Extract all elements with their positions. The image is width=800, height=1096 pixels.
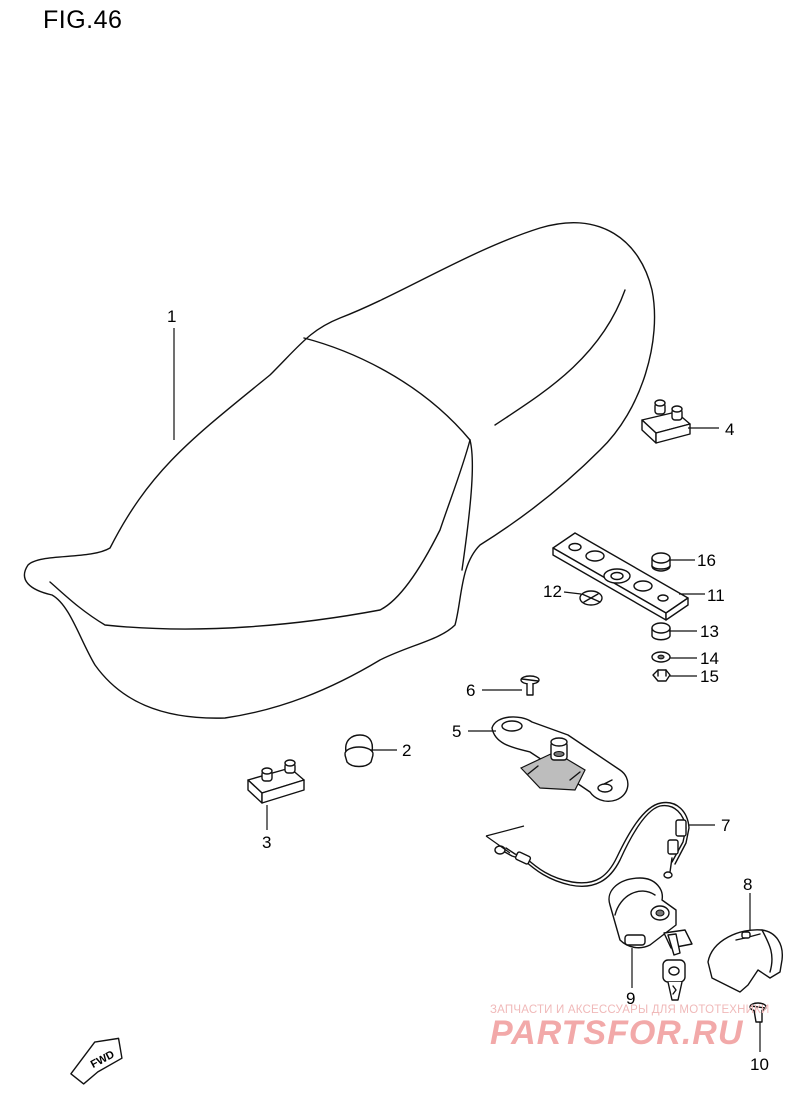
callout-4: 4 xyxy=(725,420,734,439)
seat-lock-part-5[interactable] xyxy=(491,716,629,802)
washer-part-14[interactable] xyxy=(651,651,671,663)
callout-2: 2 xyxy=(402,741,411,760)
cushion-part-2[interactable] xyxy=(344,734,374,768)
lock-plate-part-11[interactable] xyxy=(552,532,689,621)
cover-part-8[interactable] xyxy=(707,929,783,993)
callout-8: 8 xyxy=(743,875,752,894)
screw-part-10[interactable] xyxy=(749,1002,767,1023)
callout-15: 15 xyxy=(700,667,719,686)
leader-lines xyxy=(173,328,761,1052)
forward-arrow-icon: FWD xyxy=(70,1037,123,1085)
callout-14: 14 xyxy=(700,649,719,668)
callout-10: 10 xyxy=(750,1055,769,1074)
callout-6: 6 xyxy=(466,681,475,700)
nut-part-15[interactable] xyxy=(652,669,671,682)
figure-title: FIG.46 xyxy=(43,6,123,34)
callout-13: 13 xyxy=(700,622,719,641)
screw-part-6[interactable] xyxy=(520,675,540,696)
callout-12: 12 xyxy=(543,582,562,601)
seat-part[interactable] xyxy=(23,222,656,719)
callout-1: 1 xyxy=(167,307,176,326)
callout-5: 5 xyxy=(452,722,461,741)
callout-7: 7 xyxy=(721,816,730,835)
bracket-part-4[interactable] xyxy=(641,399,691,444)
spacer-part-13[interactable] xyxy=(651,622,671,641)
callout-3: 3 xyxy=(262,833,271,852)
lock-set-part-9[interactable] xyxy=(608,877,693,1001)
cable-part-7[interactable] xyxy=(485,801,690,887)
callout-16: 16 xyxy=(697,551,716,570)
cushion-part-16[interactable] xyxy=(651,552,671,572)
callout-numbers: 1 2 3 4 5 6 7 8 9 10 11 12 13 14 15 16 xyxy=(167,307,769,1074)
callout-9: 9 xyxy=(626,989,635,1008)
bracket-part-3[interactable] xyxy=(247,759,305,804)
watermark-tagline: ЗАПЧАСТИ И АКСЕССУАРЫ ДЛЯ МОТОТЕХНИКИ xyxy=(490,1004,770,1016)
watermark-brand: PARTSFOR.RU xyxy=(490,1014,744,1052)
nut-part-12[interactable] xyxy=(579,590,603,606)
callout-11: 11 xyxy=(707,586,725,605)
